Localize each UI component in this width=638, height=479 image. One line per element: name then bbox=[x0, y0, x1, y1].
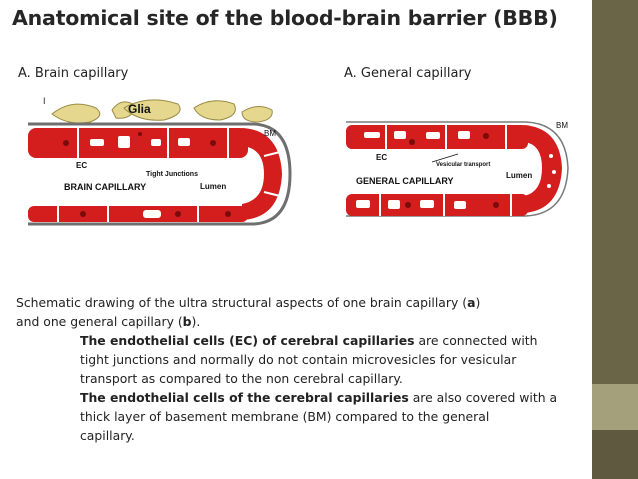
endothelial-cells-bottom bbox=[28, 206, 248, 222]
brain-ec-label: EC bbox=[76, 161, 87, 170]
general-endothelial-cells-top bbox=[346, 125, 528, 149]
brain-lumen-label: Lumen bbox=[200, 182, 226, 191]
endothelial-cells-top bbox=[28, 128, 248, 158]
general-capillary-name: GENERAL CAPILLARY bbox=[356, 176, 454, 186]
endothelial-cells-curve bbox=[242, 128, 282, 220]
general-capillary-label: A. General capillary bbox=[344, 66, 472, 81]
general-endothelial-curve bbox=[524, 125, 562, 213]
general-bm-label: BM bbox=[556, 121, 568, 130]
tight-junctions-label: Tight Junctions bbox=[146, 171, 198, 178]
brain-bm-label: BM bbox=[264, 129, 276, 138]
paragraph-basement-membrane: The endothelial cells of the cerebral ca… bbox=[80, 388, 585, 445]
para2-line-1: The endothelial cells of the cerebral ca… bbox=[80, 390, 558, 405]
para2-line-2: thick layer of basement membrane (BM) co… bbox=[80, 409, 490, 424]
vesicular-transport-label: Vesicular transport bbox=[436, 162, 490, 168]
brain-capillary-diagram: I Glia BM EC Tight Junctions BRAIN CAPIL… bbox=[28, 96, 292, 226]
glia-end-feet bbox=[51, 99, 273, 124]
glia-label: Glia bbox=[128, 102, 151, 116]
caption-line-1: Schematic drawing of the ultra structura… bbox=[16, 295, 481, 310]
para1-line-2: tight junctions and normally do not cont… bbox=[80, 352, 517, 367]
general-lumen-label: Lumen bbox=[506, 171, 532, 180]
slide-canvas bbox=[0, 0, 592, 479]
para1-line-1: The endothelial cells (EC) of cerebral c… bbox=[80, 333, 538, 348]
brain-roman-numeral: I bbox=[43, 96, 46, 106]
slide-title: Anatomical site of the blood-brain barri… bbox=[12, 6, 558, 30]
para1-line-3: transport as compared to the non cerebra… bbox=[80, 371, 403, 386]
para2-line-3: capillary. bbox=[80, 428, 135, 443]
brain-capillary-name: BRAIN CAPILLARY bbox=[64, 182, 146, 192]
caption-line-2: and one general capillary (b). bbox=[16, 314, 201, 329]
figure-caption: Schematic drawing of the ultra structura… bbox=[16, 293, 586, 331]
general-ec-label: EC bbox=[376, 153, 387, 162]
general-capillary-diagram: BM EC Vesicular transport GENERAL CAPILL… bbox=[346, 121, 569, 217]
right-decor-band-light bbox=[592, 384, 638, 430]
general-endothelial-cells-bottom bbox=[346, 194, 528, 216]
brain-capillary-label: A. Brain capillary bbox=[18, 66, 129, 81]
paragraph-tight-junctions: The endothelial cells (EC) of cerebral c… bbox=[80, 331, 585, 388]
right-decor-band-dark bbox=[592, 430, 638, 479]
